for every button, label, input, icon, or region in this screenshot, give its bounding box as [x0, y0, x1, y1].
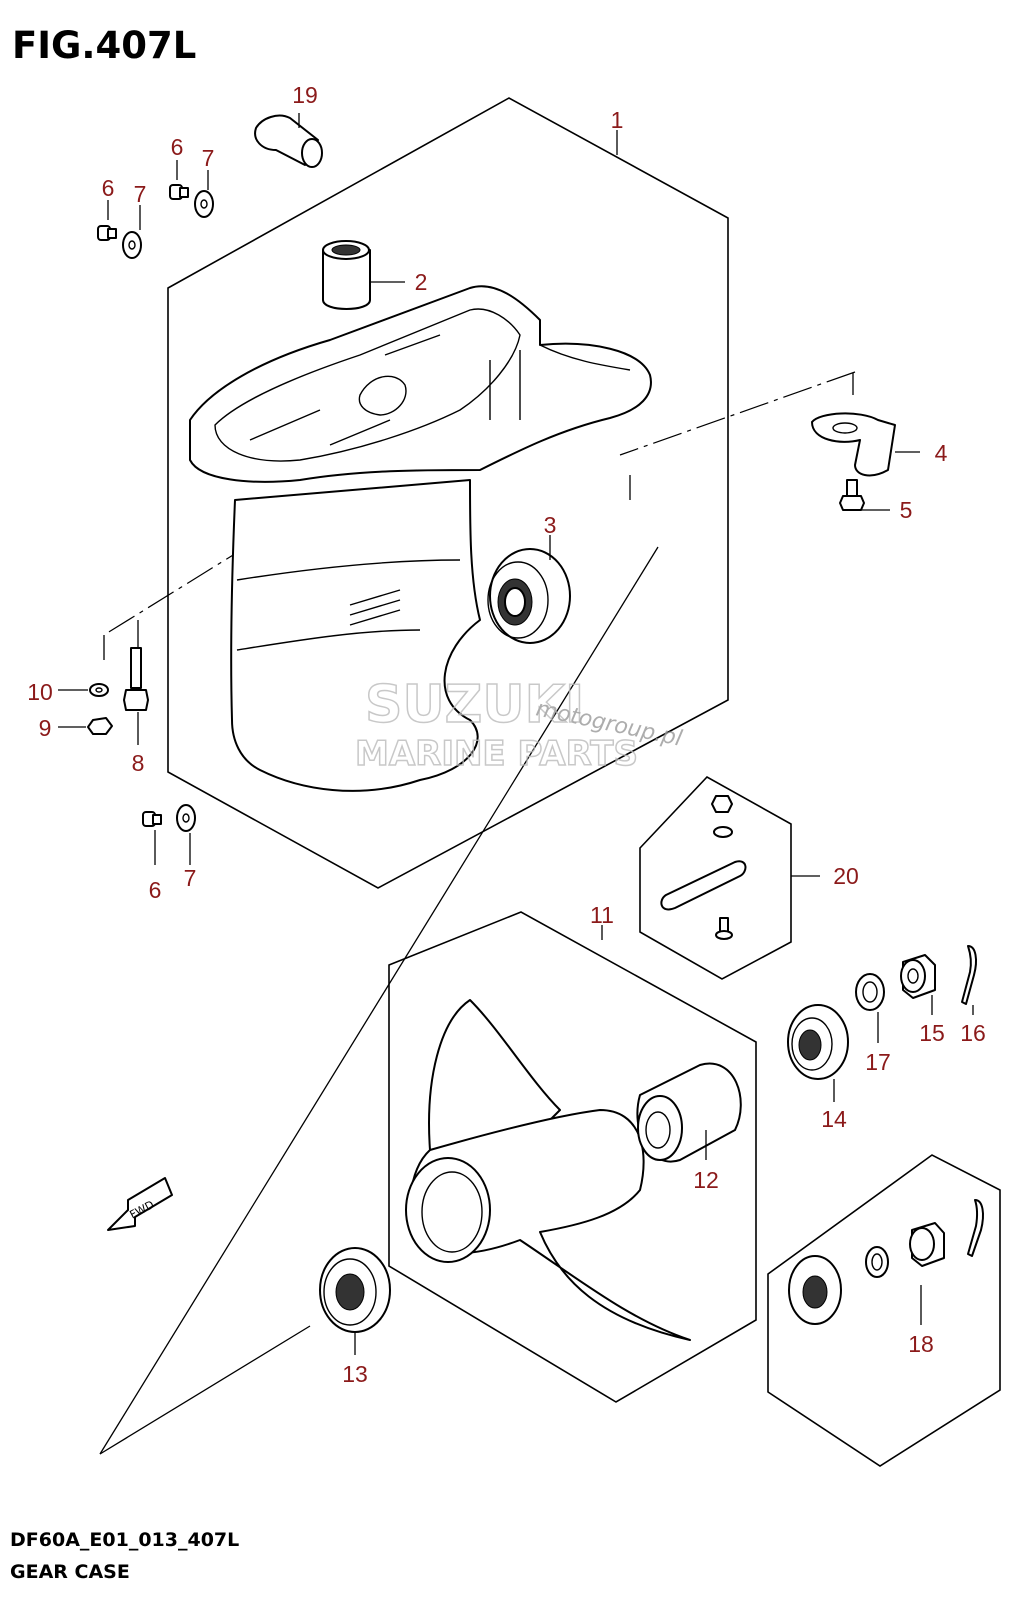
flat-washer[interactable] — [89, 683, 109, 697]
drain-plug-lower[interactable] — [142, 811, 162, 827]
hex-nut[interactable] — [87, 717, 113, 735]
washer-lower[interactable] — [176, 804, 196, 832]
callout-10[interactable]: 10 — [27, 679, 53, 705]
frame-nut-kit — [767, 1154, 1001, 1467]
frame-gear-case — [167, 97, 729, 889]
prop-bush[interactable] — [636, 1062, 742, 1163]
callout-2[interactable]: 2 — [415, 269, 428, 295]
assembly-line-seal — [99, 1325, 311, 1455]
spacer-washer[interactable] — [855, 973, 885, 1011]
callout-16[interactable]: 16 — [960, 1020, 986, 1046]
callout-9[interactable]: 9 — [39, 715, 52, 741]
callout-1[interactable]: 1 — [611, 107, 624, 133]
callout-20[interactable]: 20 — [833, 863, 859, 889]
callout-7c[interactable]: 7 — [184, 865, 197, 891]
drain-plug-upper[interactable] — [97, 225, 117, 241]
centerline-anode — [619, 371, 856, 456]
figure-code: DF60A_E01_013_407L — [10, 1529, 239, 1551]
plug[interactable] — [254, 114, 323, 168]
callout-11[interactable]: 11 — [590, 902, 614, 928]
callout-14[interactable]: 14 — [821, 1106, 847, 1132]
callout-5[interactable]: 5 — [900, 497, 913, 523]
trim-tab-anode[interactable] — [811, 412, 896, 477]
propeller-seal[interactable] — [319, 1247, 391, 1333]
anode-kit-parts[interactable] — [660, 795, 747, 940]
assembly-line-main — [99, 546, 659, 1455]
thrust-washer[interactable] — [787, 1004, 849, 1080]
anode-bolt[interactable] — [839, 479, 865, 511]
callout-7a[interactable]: 7 — [134, 181, 147, 207]
castle-nut[interactable] — [900, 954, 936, 999]
drain-plug-mid[interactable] — [169, 184, 189, 200]
bearing-sleeve[interactable] — [322, 240, 371, 310]
stud-bolt[interactable] — [123, 647, 149, 711]
watermark-brand: SUZUKI — [365, 675, 584, 735]
callout-17[interactable]: 17 — [865, 1049, 891, 1075]
frame-anode-kit — [639, 775, 792, 980]
washer-upper[interactable] — [122, 231, 142, 259]
callout-18[interactable]: 18 — [908, 1331, 934, 1357]
figure-name: GEAR CASE — [10, 1561, 130, 1583]
callout-8[interactable]: 8 — [132, 750, 145, 776]
callout-12[interactable]: 12 — [693, 1167, 719, 1193]
callout-3[interactable]: 3 — [544, 512, 557, 538]
callout-7b[interactable]: 7 — [202, 145, 215, 171]
cotter-pin[interactable] — [961, 945, 977, 1005]
washer-mid[interactable] — [194, 190, 214, 218]
watermark-line2: MARINE PARTS — [355, 734, 638, 774]
callout-6b[interactable]: 6 — [171, 134, 184, 160]
centerline-bolt — [103, 494, 331, 636]
gear-case-housing[interactable] — [189, 285, 652, 792]
callout-13[interactable]: 13 — [342, 1361, 368, 1387]
callout-15[interactable]: 15 — [919, 1020, 945, 1046]
propeller[interactable] — [405, 999, 691, 1341]
callout-6c[interactable]: 6 — [149, 877, 162, 903]
callout-19[interactable]: 19 — [292, 82, 318, 108]
nut-kit-parts[interactable] — [788, 1199, 984, 1325]
oil-seal[interactable] — [487, 548, 571, 644]
callout-6a[interactable]: 6 — [102, 175, 115, 201]
watermark: SUZUKI MARINE PARTS motogroup.pl — [354, 674, 684, 775]
callout-4[interactable]: 4 — [935, 440, 948, 466]
fwd-arrow-icon: FWD — [107, 1177, 173, 1231]
frame-propeller — [388, 911, 757, 1403]
figure-title: FIG.407L — [12, 24, 196, 67]
